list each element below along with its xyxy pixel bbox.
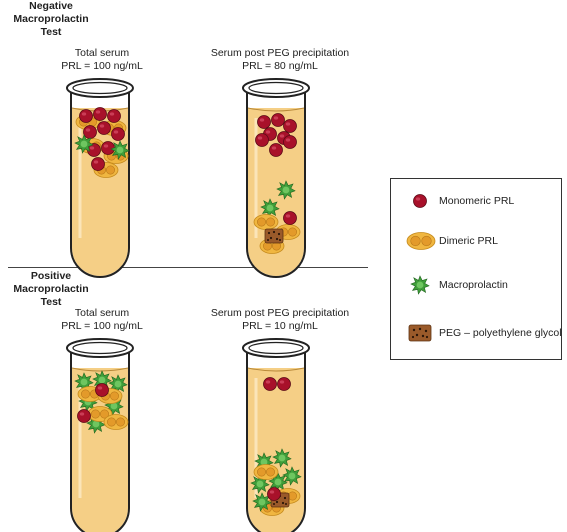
tube-label-line1: Total serum (74, 307, 130, 319)
tube-label-line2: PRL = 10 ng/mL (242, 320, 318, 332)
positive-tube2-label: Serum post PEG precipitation PRL = 10 ng… (195, 307, 365, 333)
tube-label-line1: Serum post PEG precipitation (210, 47, 350, 59)
positive-tube1-label: Total serum PRL = 100 ng/mL (17, 307, 187, 333)
legend-label: Monomeric PRL (439, 195, 515, 207)
tube-label-line2: PRL = 100 ng/mL (61, 60, 143, 72)
negative-tube2-label: Serum post PEG precipitation PRL = 80 ng… (195, 47, 365, 73)
negative-title-line2: Macroprolactin Test (13, 13, 89, 38)
legend-item-dimeric: Dimeric PRL (391, 227, 561, 255)
legend-label: PEG – polyethylene glycol (439, 327, 562, 339)
tube-label-line1: Serum post PEG precipitation (210, 307, 350, 319)
negative-title-line1: Negative (29, 0, 73, 12)
legend-label: Macroprolactin (439, 279, 508, 291)
positive-title-line1: Positive (30, 270, 72, 282)
legend-item-monomeric: Monomeric PRL (391, 187, 561, 215)
legend-item-macroprolactin: Macroprolactin (391, 271, 561, 299)
negative-test-title: Negative Macroprolactin Test (6, 0, 96, 39)
tube-label-line1: Total serum (74, 47, 130, 59)
tube-label-line2: PRL = 100 ng/mL (61, 320, 143, 332)
tube-label-line2: PRL = 80 ng/mL (242, 60, 318, 72)
section-divider (8, 267, 368, 268)
dimeric-prl-icon (406, 232, 436, 250)
legend-box: Monomeric PRL Dimeric PRL Macroprolactin (390, 178, 562, 360)
negative-post-peg-tube (241, 77, 311, 279)
peg-icon (408, 324, 432, 342)
positive-title-line2: Macroprolactin Test (13, 283, 89, 308)
positive-test-title: Positive Macroprolactin Test (6, 270, 96, 309)
legend-label: Dimeric PRL (439, 235, 498, 247)
legend-item-peg: PEG – polyethylene glycol (391, 319, 562, 347)
positive-post-peg-tube (241, 337, 311, 532)
monomeric-prl-icon (413, 194, 427, 208)
macroprolactin-icon (410, 275, 430, 295)
positive-total-serum-tube (65, 337, 135, 532)
negative-tube1-label: Total serum PRL = 100 ng/mL (17, 47, 187, 73)
negative-total-serum-tube (65, 77, 135, 279)
